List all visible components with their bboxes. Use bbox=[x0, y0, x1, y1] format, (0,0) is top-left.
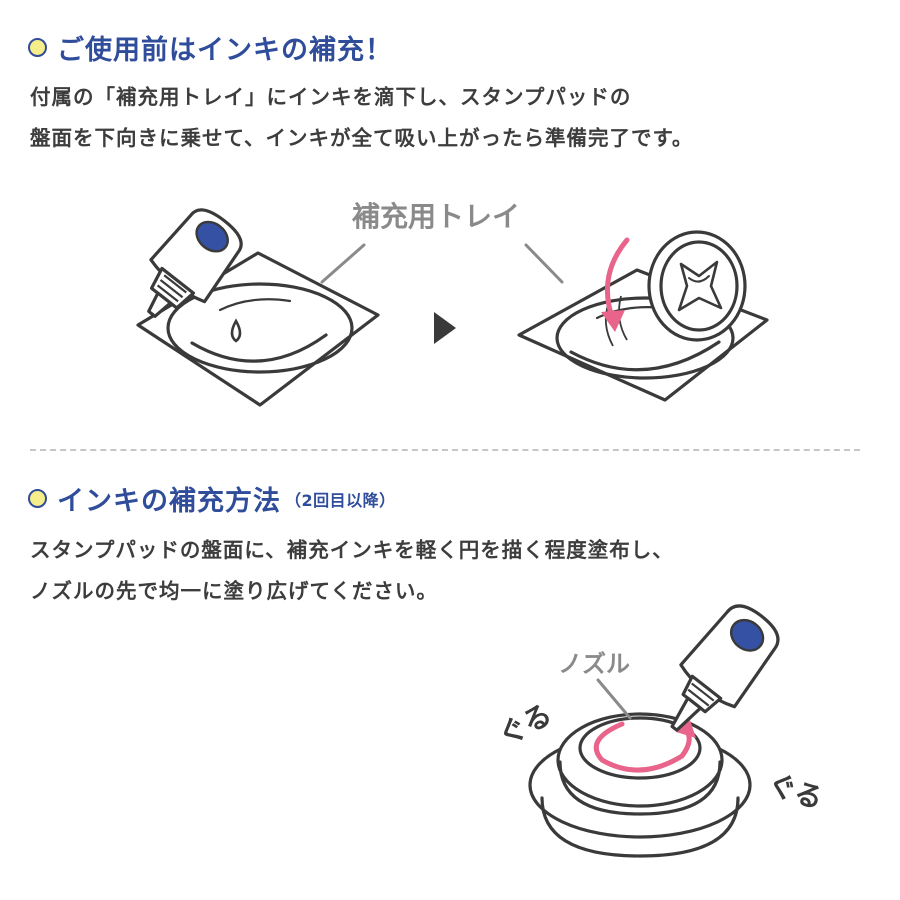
guru-right-text: ぐる bbox=[764, 767, 827, 816]
yellow-dot-icon bbox=[28, 489, 47, 508]
nozzle-label: ノズル bbox=[558, 650, 630, 678]
tray-dropping-illustration bbox=[136, 208, 380, 407]
section-divider bbox=[30, 449, 860, 451]
tray-label: 補充用トレイ bbox=[351, 200, 520, 233]
section2-title: インキの補充方法 bbox=[57, 486, 281, 517]
nozzle-application-illustration: ノズル ぐる ぐる bbox=[493, 604, 827, 858]
section1-description: 付属の「補充用トレイ」にインキを滴下し、スタンプパッドの 盤面を下向きに乗せて、… bbox=[30, 77, 693, 159]
guru-left-text: ぐる bbox=[493, 697, 557, 752]
yellow-dot-icon bbox=[28, 38, 47, 57]
section2-subtitle: （2回目以降） bbox=[285, 490, 396, 510]
section1-line-2: 盤面を下向きに乗せて、インキが全て吸い上がったら準備完了です。 bbox=[30, 126, 694, 150]
tray-label-group: 補充用トレイ bbox=[320, 200, 564, 284]
pad-facedown-illustration bbox=[517, 230, 769, 402]
section1-line-1: 付属の「補充用トレイ」にインキを滴下し、スタンプパッドの bbox=[30, 85, 632, 109]
section2-line-1: スタンプパッドの盤面に、補充インキを軽く円を描く程度塗布し、 bbox=[30, 538, 674, 562]
section1-title: ご使用前はインキの補充！ bbox=[57, 35, 393, 66]
triangle-right-icon bbox=[434, 312, 456, 344]
section2-line-2: ノズルの先で均一に塗り広げてください。 bbox=[30, 579, 438, 603]
section1-heading: ご使用前はインキの補充！ bbox=[28, 28, 393, 67]
section2-description: スタンプパッドの盤面に、補充インキを軽く円を描く程度塗布し、 ノズルの先で均一に… bbox=[30, 530, 674, 612]
section2-heading: インキの補充方法 （2回目以降） bbox=[28, 479, 396, 518]
